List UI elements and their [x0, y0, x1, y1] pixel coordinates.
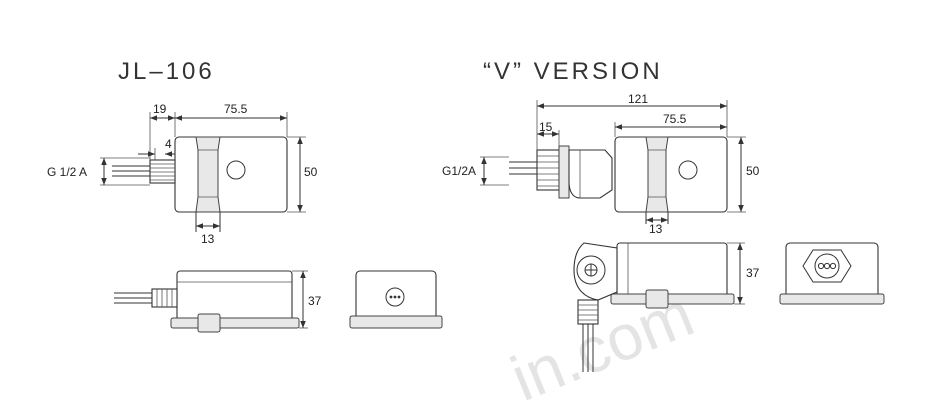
jl106-side-view: 37 [114, 270, 322, 333]
jl106-side-clip [197, 313, 221, 333]
jl106-front-view [349, 270, 443, 329]
dim-4: 4 [165, 137, 172, 151]
v-front-hex-nut [802, 249, 852, 283]
dim-37: 37 [308, 294, 322, 308]
dim-121: 121 [628, 92, 648, 106]
v-side-body [616, 242, 728, 300]
jl106-side-body [176, 270, 293, 324]
jl106-side-thread [151, 288, 178, 308]
v-side-swivel [573, 242, 618, 301]
dim-75-5: 75.5 [224, 102, 248, 116]
v-front-view [779, 242, 885, 305]
v-front-base [779, 293, 885, 305]
jl106-body [174, 136, 288, 213]
title-v-version: “V” VERSION [483, 58, 663, 85]
jl106-thread-stem [149, 159, 176, 184]
dim-13: 13 [201, 232, 215, 246]
dim-15: 15 [539, 120, 553, 134]
jl106-front-connector [385, 287, 405, 307]
v-body [614, 136, 728, 213]
v-top-view: 121 15 75.5 50 13 G1/2A [442, 92, 760, 236]
dim-50-v: 50 [746, 164, 760, 178]
dim-19: 19 [153, 102, 167, 116]
v-side-clip [645, 289, 669, 309]
v-side-view: 37 [573, 242, 760, 372]
dim-75-5-v: 75.5 [663, 112, 687, 126]
dim-13-v: 13 [649, 222, 663, 236]
v-side-knob [576, 255, 606, 285]
dim-50: 50 [304, 165, 318, 179]
thread-label: G 1/2 A [47, 165, 87, 179]
jl106-side-base [170, 317, 300, 329]
title-jl-106: JL–106 [118, 58, 215, 85]
thread-label-v: G1/2A [442, 164, 476, 178]
jl106-top-view: 19 75.5 4 50 13 G 1/2 A [47, 102, 318, 246]
v-side-base [610, 293, 735, 305]
v-swivel-arm [568, 149, 613, 199]
v-clip [645, 136, 669, 213]
v-swivel-flange [558, 145, 570, 199]
jl106-front-base [349, 315, 443, 329]
v-front-body [785, 242, 879, 301]
jl106-clip [195, 136, 221, 213]
dim-37-v: 37 [746, 266, 760, 280]
jl106-sensor-window [226, 160, 246, 180]
v-sensor-window [678, 160, 698, 180]
